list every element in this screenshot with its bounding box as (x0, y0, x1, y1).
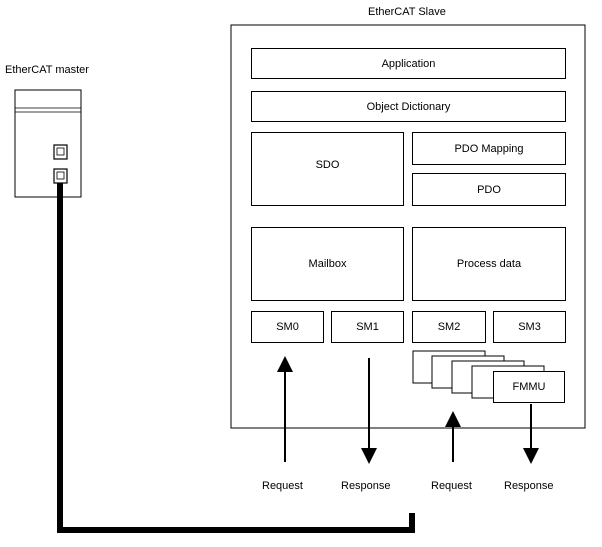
sync-manager-sm0: SM0 (251, 311, 324, 343)
pdo-block: PDO (412, 173, 566, 206)
request-label: Request (262, 480, 303, 492)
slave-frame (230, 24, 586, 429)
ethernet-port-icon (53, 168, 68, 184)
process-data-block: Process data (412, 227, 566, 301)
sdo-block: SDO (251, 132, 404, 206)
sync-manager-sm3: SM3 (493, 311, 566, 343)
slave-title: EtherCAT Slave (368, 6, 446, 18)
mailbox-block: Mailbox (251, 227, 404, 301)
application-block: Application (251, 48, 566, 79)
object-dictionary-block: Object Dictionary (251, 91, 566, 122)
ethernet-port-icon (53, 144, 68, 160)
pdo-mapping-block: PDO Mapping (412, 132, 566, 165)
response-label: Response (504, 480, 554, 492)
request-label: Request (431, 480, 472, 492)
ethernet-cable (57, 183, 415, 533)
master-title: EtherCAT master (5, 64, 89, 76)
master-device (14, 89, 82, 198)
sync-manager-sm1: SM1 (331, 311, 404, 343)
response-label: Response (341, 480, 391, 492)
fmmu-block: FMMU (493, 371, 565, 403)
sync-manager-sm2: SM2 (412, 311, 486, 343)
